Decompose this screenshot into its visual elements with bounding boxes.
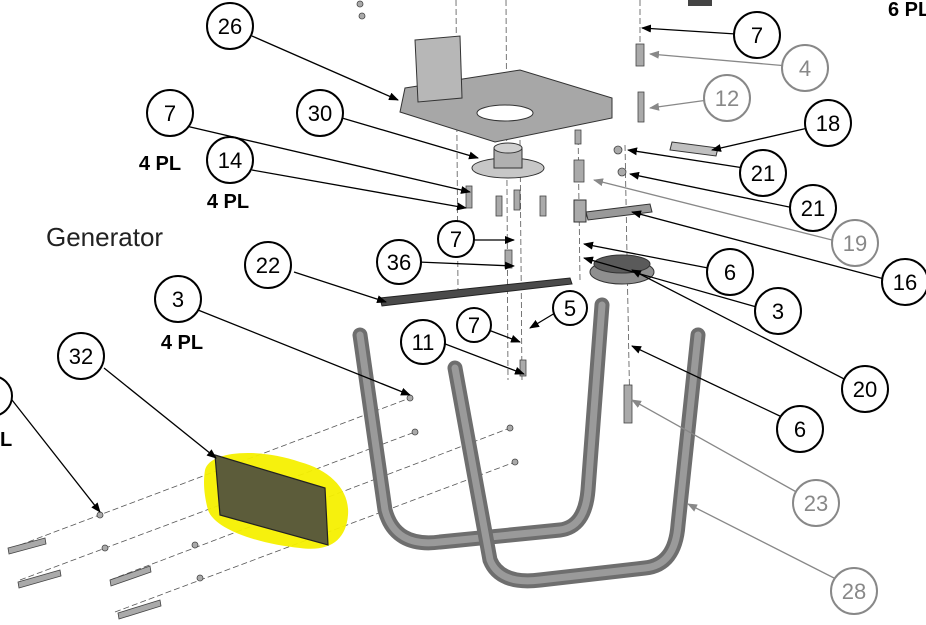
svg-text:4: 4 [799, 56, 811, 81]
svg-text:5: 5 [564, 296, 576, 321]
callout-5: 5 [552, 290, 588, 326]
part-30-pulley [471, 142, 545, 179]
svg-text:7: 7 [164, 101, 176, 126]
callout-16: 16 [881, 258, 926, 306]
callout-12: 12 [703, 74, 751, 122]
svg-text:7: 7 [751, 23, 763, 48]
svg-text:19: 19 [843, 231, 867, 256]
part-18-pin [669, 141, 719, 157]
edge-text-top-right: 6 PL [888, 0, 926, 21]
callout-4: 4 [781, 44, 829, 92]
svg-text:12: 12 [715, 86, 739, 111]
callout-21-b: 21 [789, 184, 837, 232]
svg-text:7: 7 [468, 313, 480, 338]
svg-text:32: 32 [69, 344, 93, 369]
callout-19: 19 [831, 219, 879, 267]
part-20-pulley [589, 254, 655, 285]
callout-20: 20 [841, 365, 889, 413]
callout-14: 14 4 PL [206, 136, 254, 213]
callout-7-top: 7 [733, 11, 781, 59]
part-28-frame [352, 297, 706, 589]
svg-text:21: 21 [751, 161, 775, 186]
callout-7-low: 7 [456, 307, 492, 343]
svg-text:3: 3 [772, 299, 784, 324]
svg-text:6: 6 [794, 417, 806, 442]
part-22-belt [379, 277, 573, 307]
callout-26: 26 [206, 2, 254, 50]
callout-6-a: 6 [706, 248, 754, 296]
svg-text:26: 26 [218, 14, 242, 39]
callout-36: 36 [376, 239, 422, 285]
callout-3-right: 3 [754, 287, 802, 335]
svg-text:20: 20 [853, 377, 877, 402]
edge-text-left: L [0, 429, 12, 451]
callout-partial-left [0, 376, 13, 416]
callout-22: 22 [244, 241, 292, 289]
svg-text:4 PL: 4 PL [139, 153, 181, 175]
svg-text:4 PL: 4 PL [161, 332, 203, 354]
part-32-plate [214, 454, 329, 546]
callout-bubbles: 26 7 4 12 18 7 4 PL 30 14 4 PL 21 21 19 … [57, 2, 926, 615]
svg-text:16: 16 [893, 270, 917, 295]
svg-text:3: 3 [172, 287, 184, 312]
callout-7-4pl: 7 4 PL [139, 89, 194, 175]
part-edge-top [688, 0, 712, 6]
svg-text:11: 11 [412, 330, 435, 355]
svg-text:7: 7 [450, 227, 462, 252]
svg-text:18: 18 [816, 111, 840, 136]
svg-text:21: 21 [801, 196, 825, 221]
svg-text:23: 23 [804, 491, 828, 516]
callout-11: 11 [400, 319, 446, 365]
svg-text:36: 36 [387, 250, 411, 275]
svg-text:22: 22 [256, 253, 280, 278]
callout-32: 32 [57, 332, 105, 380]
svg-text:4 PL: 4 PL [207, 191, 249, 213]
svg-text:28: 28 [842, 579, 866, 604]
leader-lines [11, 24, 889, 579]
svg-text:14: 14 [218, 148, 242, 173]
svg-text:6: 6 [724, 260, 736, 285]
callout-3-4pl: 3 4 PL [154, 275, 203, 354]
fasteners [7, 0, 645, 620]
callout-23: 23 [792, 479, 840, 527]
diagram-title: Generator [46, 222, 163, 252]
callout-28: 28 [830, 567, 878, 615]
svg-text:30: 30 [308, 101, 332, 126]
callout-18: 18 [804, 99, 852, 147]
callout-6-b: 6 [776, 405, 824, 453]
callout-30: 30 [296, 89, 344, 137]
callout-21-a: 21 [739, 149, 787, 197]
part-26-mount-plate [399, 35, 613, 143]
callout-7-mid: 7 [437, 220, 475, 258]
part-16-bracket [573, 199, 653, 223]
